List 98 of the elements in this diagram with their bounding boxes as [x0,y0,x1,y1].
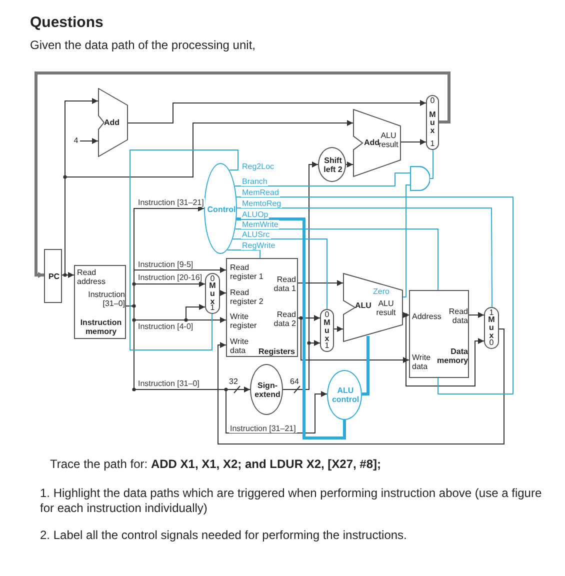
port-label: Zero [373,287,390,296]
edge-label: Instruction [31–21] [229,424,297,433]
signal-line [236,208,492,308]
memory-box [409,290,469,378]
port-label: Instruction [31–0] [87,290,125,308]
unit-label: Shift left 2 [322,156,344,174]
port-label: Read data [448,307,468,325]
signal-line [430,150,434,179]
signal-line [234,228,438,290]
mux-input-label: 0 [210,275,215,283]
mux-input-label: 0 [324,311,330,319]
signal-label: MemWrite [241,220,280,229]
port-label: ALU result [375,299,397,317]
mux-input-label: 1 [489,309,494,317]
arrow [128,100,426,124]
signal-line [236,218,346,440]
port-label: ALU result [378,131,400,149]
register-file-box [226,258,298,357]
shift-unit-ellipse [318,147,346,182]
paragraph: Given the data path of the processing unit, [30,38,256,53]
mux-input-label: 0 [429,97,436,105]
arrow [282,340,320,390]
edge-label: Instruction [20-16] [137,273,204,282]
mux-input-label: 1 [429,140,436,148]
multiplexer [320,309,334,352]
arrow [62,120,354,276]
edge-label: Instruction [31–0] [137,379,200,388]
signal-label: MemtoReg [241,199,282,208]
list-item: 1. Highlight the data paths which are triggered when performing instruction above (use a figure for each instruction individually) [40,486,543,516]
port-label: Address [412,312,442,321]
port-label: Read address [77,268,106,286]
signal-label: ALUSrc [241,230,271,239]
arrow [298,318,410,363]
mux-input-label: 0 [488,339,495,347]
list-item: 2. Label all the control signals needed for performing the instructions. [40,528,408,543]
unit-label: Add [104,118,121,127]
unit-label: Sign-extend [254,381,282,399]
arrow [468,312,484,318]
signal-label: RegWrite [241,241,276,250]
port-label: Write data [412,353,432,371]
constant-value: 4 [72,136,80,146]
signal-line [402,184,410,298]
signal-label: ALUOp [241,210,270,219]
register-box [44,249,62,303]
unit-label: Registers [258,347,295,356]
signal-line [232,238,328,310]
arrow [298,280,344,286]
memory-box [74,265,126,339]
edge-label: Instruction [31–21] [137,198,205,207]
signal-line [226,250,260,258]
adder-shape [98,88,128,157]
alu-control-ellipse [327,370,362,420]
arrow [400,139,426,145]
port-label: Read register 1 [230,263,264,281]
unit-label: PC [47,272,61,281]
signal-line [130,150,238,350]
port-label: Read data 1 [272,275,296,293]
paragraph: Trace the path for: ADD X1, X1, X2; and LDUR X2, [X27, #8]; [50,457,382,472]
bus-width-label: 32 [229,377,239,386]
edge-label: Instruction [9-5] [137,260,194,269]
unit-label: Control [206,205,237,214]
signal-label: Branch [241,177,268,186]
multiplexer [484,307,499,349]
unit-label: Instruction memory [79,318,123,336]
signal-line [362,336,370,396]
arrow [218,328,504,444]
port-label: Write register [230,312,258,330]
arrow [346,162,354,168]
signal-line [234,172,410,186]
sign-extend-ellipse [250,364,283,415]
alu-shape [343,273,403,342]
mux-label: Mux [488,316,495,340]
unit-label: Data memory [437,347,468,365]
port-label: Read register 2 [230,288,264,306]
bus-width-label: 64 [290,377,300,386]
arrow [80,138,98,144]
mux-label: Mux [429,110,436,134]
and-gate [410,166,430,191]
multiplexer [426,95,439,150]
adder-shape [353,109,401,177]
unit-label: ALU [355,301,372,310]
arrow [220,290,226,296]
arrow [334,326,344,332]
mux-label: Mux [209,282,216,306]
port-label: Write data [230,337,250,355]
arrow [402,314,484,386]
mux-input-label: 1 [209,304,216,312]
multiplexer [205,273,220,314]
edge-label: Instruction [4-0] [137,322,194,331]
signal-line [236,196,514,394]
unit-label: ALU control [330,386,360,404]
arrow [34,72,450,278]
mux-input-label: 1 [324,342,330,350]
port-label: Read data 2 [272,310,296,328]
heading: Questions [30,13,104,33]
signal-label: MemRead [241,188,280,197]
mux-label: Mux [324,318,330,342]
signal-label: Reg2Loc [241,162,276,171]
